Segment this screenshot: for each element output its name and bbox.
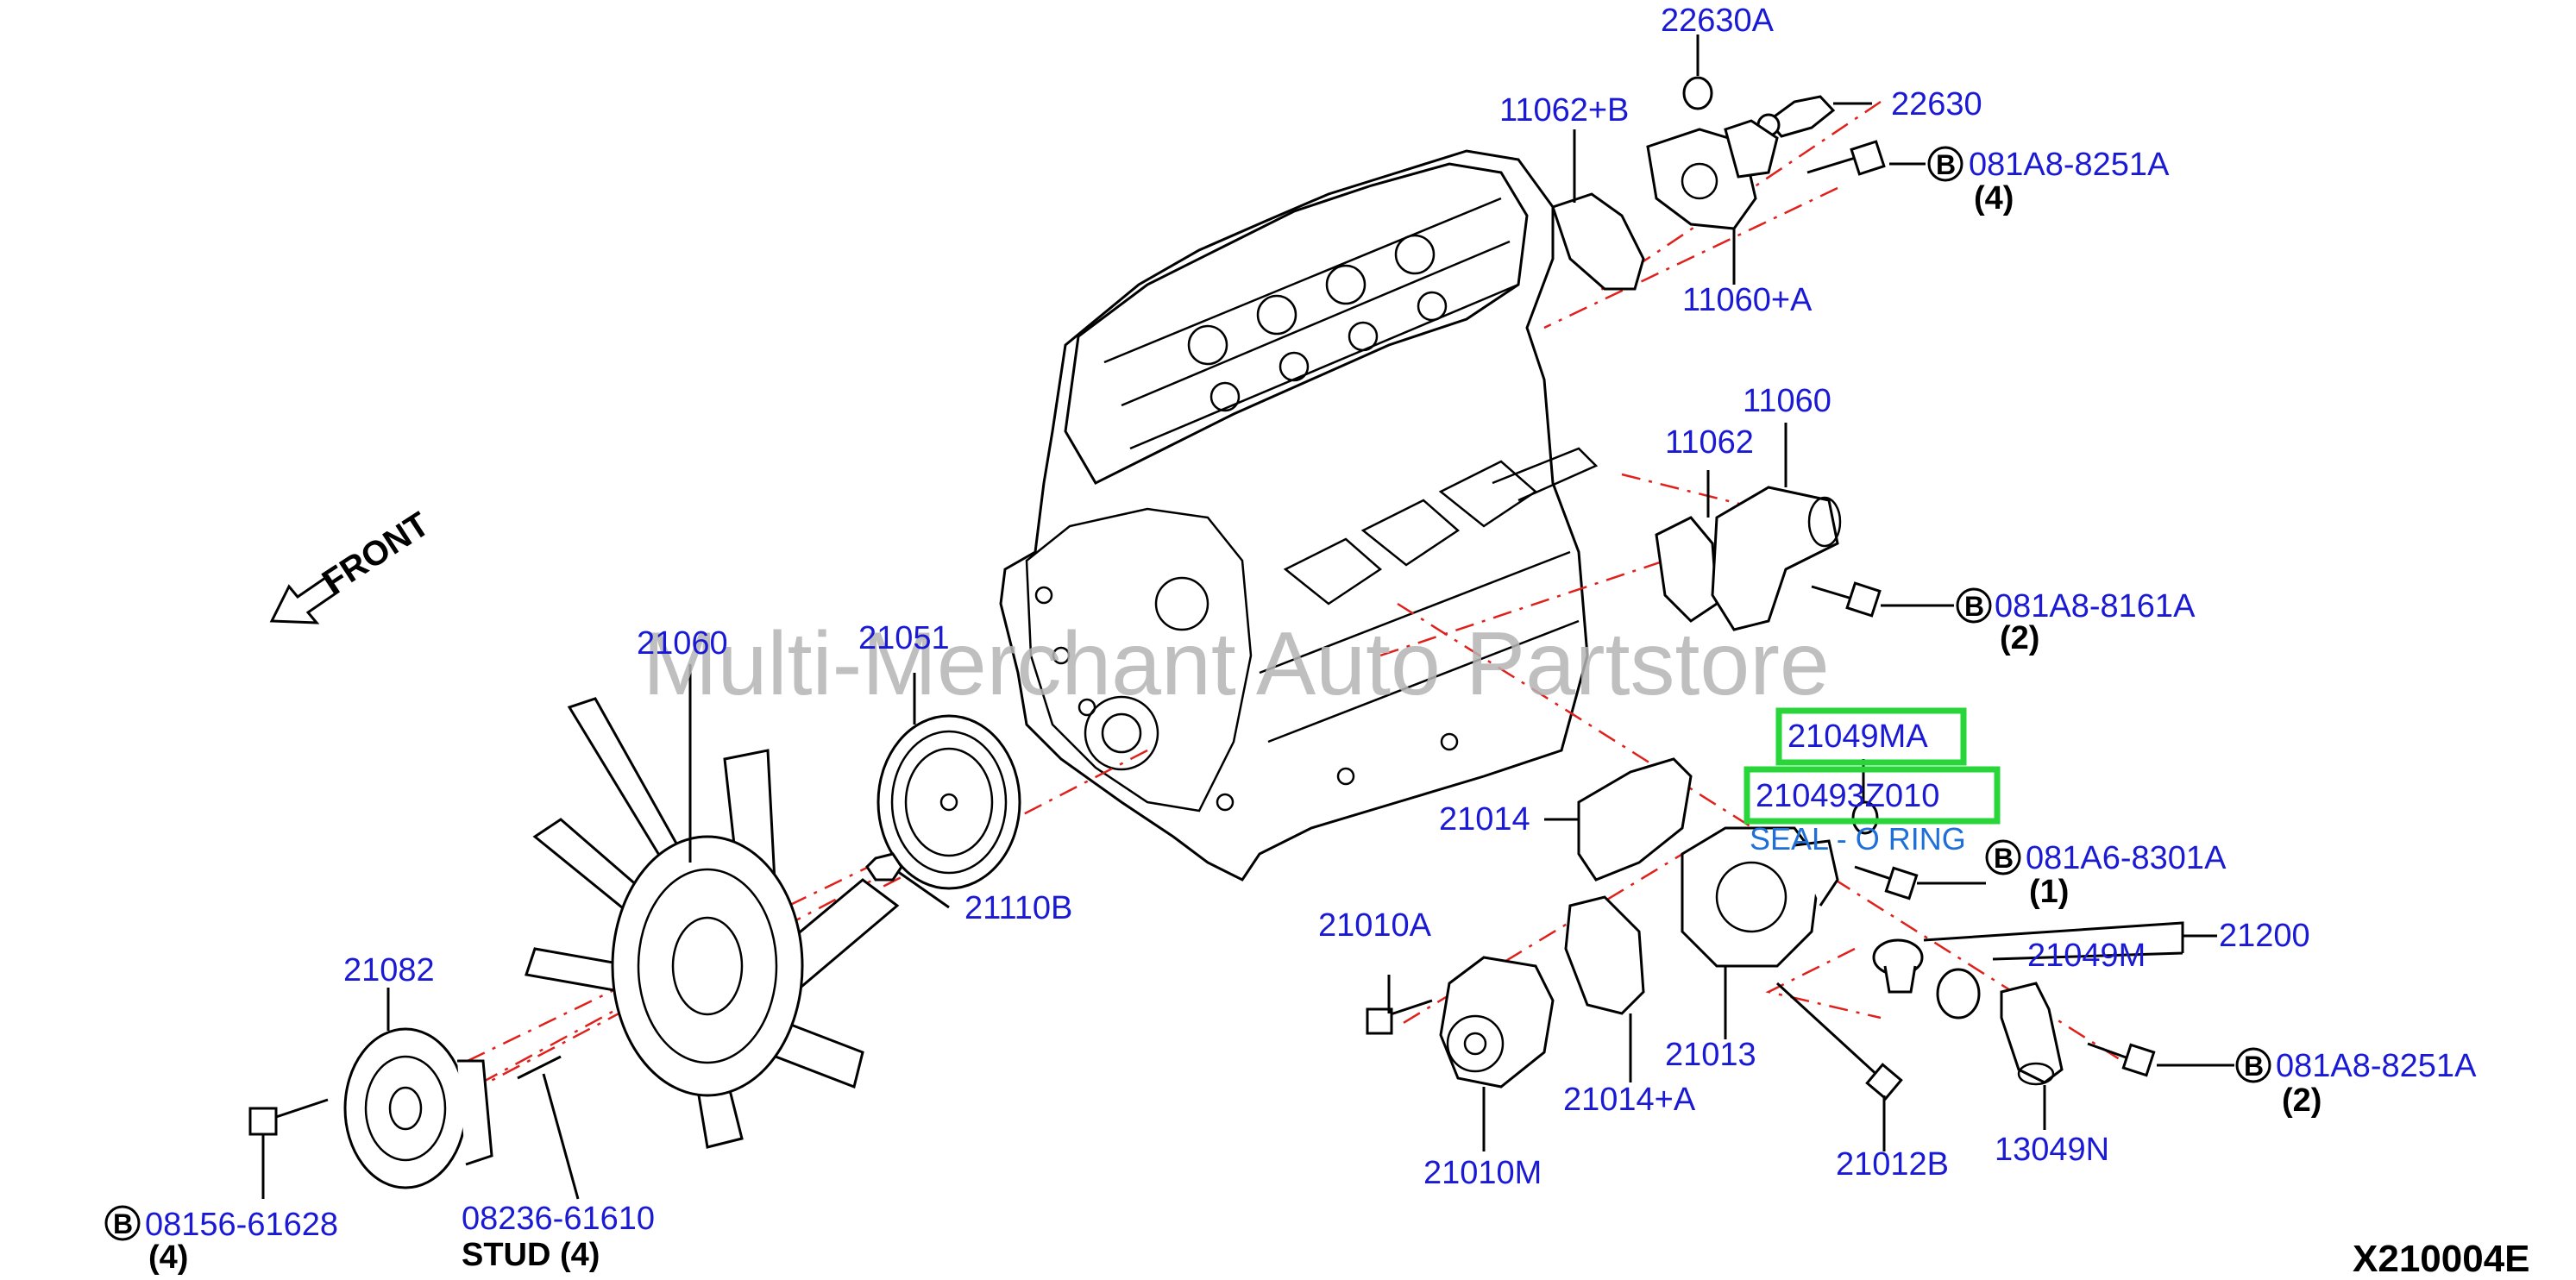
temp-sensor-22630-shape [1756, 95, 1836, 138]
part-description-seal: SEAL - O RING [1750, 821, 1966, 856]
bolt-marker-icon: B [1936, 149, 1956, 180]
qty-label-left: (4) [148, 1239, 188, 1276]
part-label-081a8-8161a[interactable]: 081A8-8161A [1995, 588, 2196, 624]
fan-coupling-21082-shape [343, 1027, 493, 1189]
bolt-08156-61628-shape [248, 1098, 329, 1136]
part-label-21012b[interactable]: 21012B [1836, 1146, 1949, 1183]
water-pipe-11060-shape [1711, 486, 1842, 631]
bolt-marker-top: B [1927, 146, 1963, 182]
part-label-21014[interactable]: 21014 [1439, 801, 1530, 838]
part-label-13049n[interactable]: 13049N [1995, 1132, 2109, 1168]
part-label-081a6-8301a[interactable]: 081A6-8301A [2026, 840, 2227, 876]
thermostat-21200-shape [1872, 938, 1924, 994]
o-ring-210493z010-shape [1851, 800, 1879, 835]
part-label-08236-61610[interactable]: 08236-61610 [462, 1201, 655, 1237]
part-label-21051[interactable]: 21051 [858, 620, 950, 656]
bolt-marker-icon: B [1964, 591, 1984, 622]
bolt-marker-mid: B [1956, 587, 1992, 624]
bolt-081a8-8251a-bot-shape [2087, 1042, 2156, 1077]
o-ring-22630a-shape [1682, 76, 1713, 110]
part-label-21014a[interactable]: 21014+A [1563, 1082, 1696, 1118]
highlight-box-21049ma [1775, 707, 1967, 766]
bolt-marker-icon: B [113, 1208, 133, 1239]
stud-qty-label: STUD (4) [462, 1237, 600, 1273]
diagram-reference-code: X210004E [2353, 1238, 2530, 1280]
qty-label-seal: (1) [2029, 874, 2069, 910]
highlight-box-210493z010 [1744, 766, 2001, 825]
part-labels: 22630A 22630 11062+B B 081A8-8251A (4) 1… [104, 3, 2477, 1276]
front-label: FRONT [316, 505, 437, 602]
water-pump-21010m-shape [1439, 956, 1555, 1089]
gasket-11062b-shape [1551, 192, 1645, 291]
bolt-081a6-8301a-shape [1854, 865, 1919, 900]
watermark-text: Multi-Merchant Auto Partstore [643, 614, 1830, 714]
bolt-marker-icon: B [1994, 843, 2014, 874]
part-label-21010a[interactable]: 21010A [1318, 907, 1432, 944]
bolt-081a8-8161a-shape [1811, 581, 1882, 618]
part-label-21013[interactable]: 21013 [1665, 1037, 1756, 1073]
qty-label-bot: (2) [2282, 1082, 2322, 1119]
gasket-11062-shape [1655, 516, 1718, 623]
part-label-11060a[interactable]: 11060+A [1682, 282, 1813, 318]
nut-21110b-shape [865, 852, 903, 882]
part-label-21110b[interactable]: 21110B [964, 890, 1072, 926]
stud-08236-61610-shape [517, 1055, 562, 1080]
pump-housing-21013-shape [1681, 826, 1839, 968]
bolt-marker-left: B [104, 1205, 141, 1241]
front-arrow-icon [269, 574, 341, 624]
leader-lines [261, 35, 2234, 1200]
engine-block-illustration [999, 149, 1599, 882]
part-label-11062b[interactable]: 11062+B [1499, 92, 1629, 129]
part-label-08156-61628[interactable]: 08156-61628 [145, 1207, 338, 1243]
qty-label-top: (4) [1974, 180, 2014, 216]
part-label-21010m[interactable]: 21010M [1423, 1155, 1542, 1191]
part-label-21060[interactable]: 21060 [637, 625, 728, 662]
part-label-21049m[interactable]: 21049M [2027, 938, 2146, 974]
front-direction-indicator: FRONT [269, 505, 437, 624]
part-label-22630a[interactable]: 22630A [1661, 3, 1775, 39]
bolt-21010a-shape [1366, 999, 1433, 1035]
part-label-21200[interactable]: 21200 [2219, 918, 2310, 954]
bolt-081a8-8251a-top-shape [1806, 140, 1886, 176]
part-label-11060[interactable]: 11060 [1743, 383, 1831, 419]
water-outlet-11060a-shape [1646, 119, 1779, 230]
part-label-21082[interactable]: 21082 [343, 952, 435, 988]
part-label-081a8-8251a-top[interactable]: 081A8-8251A [1969, 147, 2170, 183]
gasket-21014a-shape [1564, 895, 1645, 1015]
part-label-21049ma[interactable]: 21049MA [1787, 718, 1928, 755]
part-label-210493z010[interactable]: 210493Z010 [1756, 778, 1939, 814]
part-label-22630[interactable]: 22630 [1891, 86, 1982, 122]
bolt-21012b-shape [1775, 982, 1903, 1101]
bolt-marker-seal: B [1985, 839, 2021, 875]
bolt-marker-bot: B [2235, 1047, 2271, 1083]
fan-21060-shape [525, 697, 900, 1149]
water-inlet-13049n-shape [2000, 982, 2064, 1086]
o-ring-21049m-shape [1936, 968, 1981, 1020]
bolt-marker-icon: B [2244, 1051, 2264, 1082]
pulley-21051-shape [876, 714, 1021, 890]
part-label-081a8-8251a-bot[interactable]: 081A8-8251A [2276, 1048, 2477, 1084]
gasket-21014-shape [1577, 757, 1693, 882]
part-label-11062[interactable]: 11062 [1665, 424, 1754, 461]
qty-label-mid: (2) [2000, 620, 2039, 656]
